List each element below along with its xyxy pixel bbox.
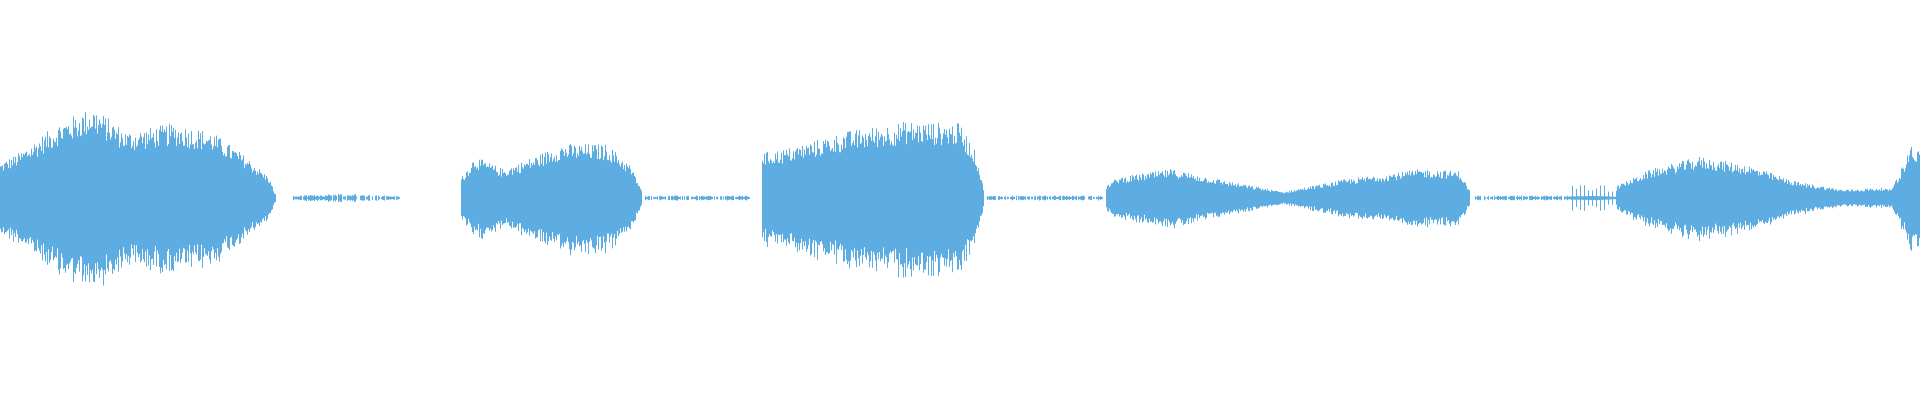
waveform-quiet-tail-1 bbox=[293, 194, 400, 203]
waveform-path bbox=[461, 144, 642, 256]
waveform-path bbox=[1891, 147, 1920, 251]
waveform-path bbox=[762, 122, 984, 278]
waveform-segment-1 bbox=[0, 112, 276, 286]
waveform-path bbox=[1106, 169, 1470, 229]
waveform-path bbox=[645, 195, 750, 201]
waveform-quiet-tail-3 bbox=[987, 195, 1103, 201]
waveform-path bbox=[1571, 185, 1618, 211]
waveform-path bbox=[293, 194, 400, 203]
waveform-segment-5-clicks bbox=[1571, 185, 1618, 211]
waveform-path bbox=[0, 112, 276, 286]
waveform-segment-4 bbox=[1106, 169, 1470, 229]
waveform-segment-6 bbox=[1891, 147, 1920, 251]
waveform-bars bbox=[0, 112, 1920, 286]
waveform-segment-5 bbox=[1617, 157, 1892, 242]
waveform-path bbox=[1475, 195, 1572, 201]
waveform-path bbox=[1617, 157, 1892, 242]
waveform-segment-3 bbox=[762, 122, 984, 278]
waveform-quiet-tail-4 bbox=[1475, 195, 1572, 201]
waveform-quiet-tail-2 bbox=[645, 195, 750, 201]
waveform-segment-2 bbox=[461, 144, 642, 256]
waveform-path bbox=[987, 195, 1103, 201]
